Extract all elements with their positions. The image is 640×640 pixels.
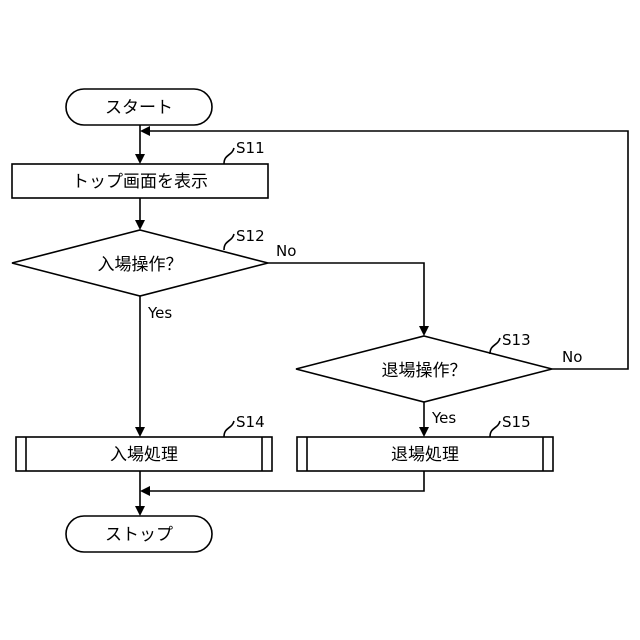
s12-step-label: S12 [236,227,265,245]
s13-yes-label: Yes [431,409,456,427]
end-node: ストップ [66,516,212,552]
arrow-loop-back [140,126,628,369]
s11-step-label: S11 [236,139,265,157]
start-node: スタート [66,89,212,125]
s14-step-label: S14 [236,413,265,431]
s14-predefined-process: 入場処理 S14 [16,413,272,471]
s12-no-label: No [276,242,296,260]
s15-step-label: S15 [502,413,531,431]
arrow-s12-no-to-s13 [268,263,429,336]
s13-step-label: S13 [502,331,531,349]
arrow-s15-merge [140,471,424,496]
s13-decision: 退場操作？ S13 [296,331,552,402]
s12-leader [224,234,234,250]
arrow-s13-yes-to-s15 [419,402,429,437]
s12-decision: 入場操作？ S12 [12,227,268,296]
s14-label: 入場処理 [110,445,178,465]
s15-leader [490,421,500,437]
s11-leader [224,148,234,164]
arrow-s14-to-end [135,471,145,516]
s12-yes-label: Yes [147,304,172,322]
start-label: スタート [105,98,173,118]
s13-label: 退場操作？ [382,361,467,381]
arrow-s12-yes-to-s14 [135,296,145,437]
s13-no-label: No [562,348,582,366]
end-label: ストップ [105,525,173,545]
s14-leader [224,421,234,437]
s15-label: 退場処理 [391,445,459,465]
s15-predefined-process: 退場処理 S15 [297,413,553,471]
arrow-s11-to-s12 [135,198,145,230]
s11-label: トップ画面を表示 [72,172,208,192]
s12-label: 入場操作？ [98,255,183,275]
s13-leader [490,338,500,354]
